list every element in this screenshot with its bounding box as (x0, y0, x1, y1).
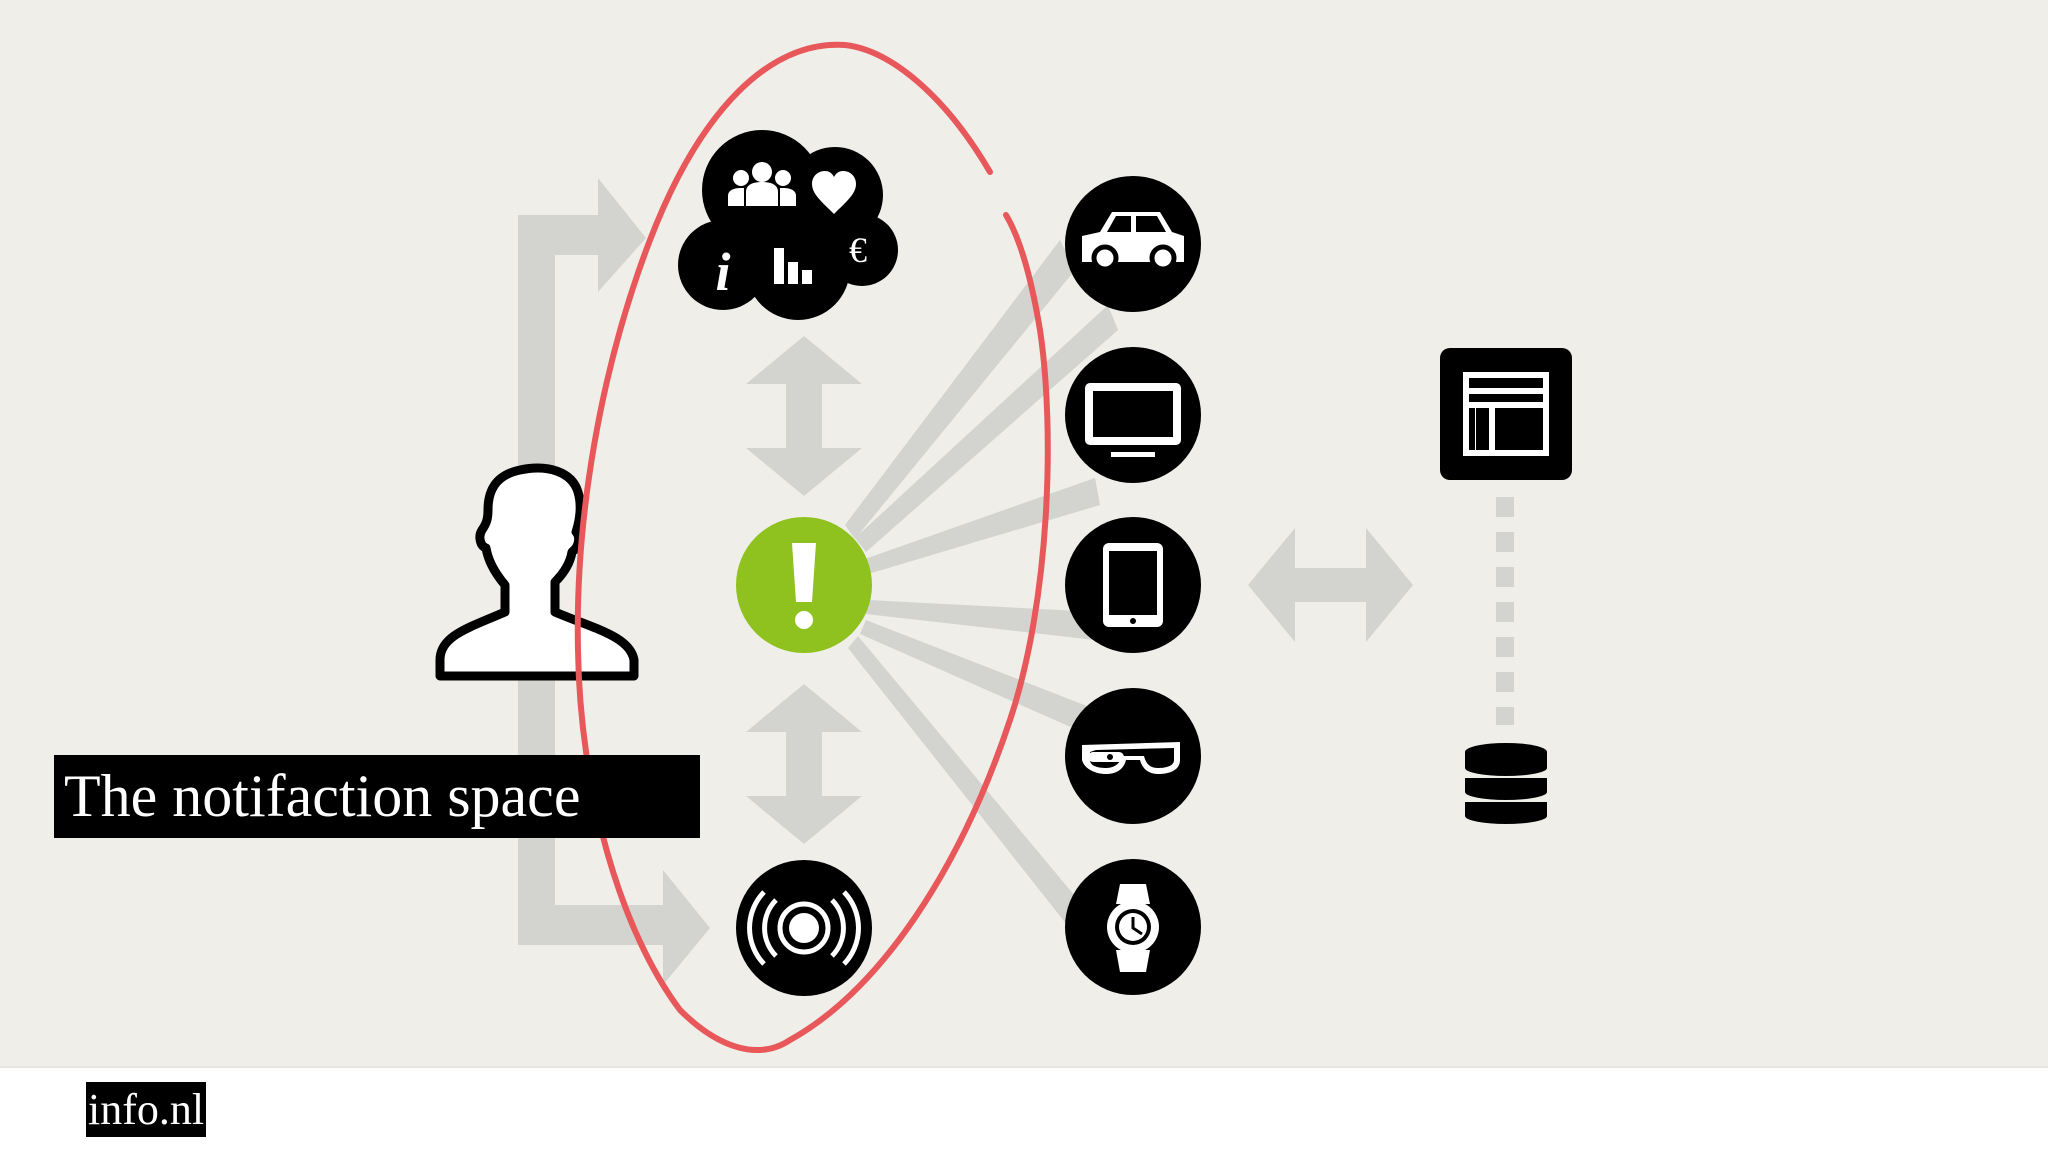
highlight-ellipse (574, 41, 1051, 1053)
notification-rays (845, 240, 1118, 935)
notification-alert-icon (736, 517, 872, 653)
cloud-info-symbol: i (715, 242, 730, 302)
car-icon (1065, 176, 1201, 312)
cloud-currency-symbol: € (849, 230, 867, 270)
slide-title: The notifaction space (54, 755, 700, 838)
tablet-icon (1065, 517, 1201, 653)
footer-divider (0, 1066, 2048, 1068)
footer-bar (0, 1068, 2048, 1152)
double-arrow-horizontal (1248, 528, 1413, 642)
double-arrow-lower (746, 684, 862, 844)
layout-icon (1440, 348, 1572, 480)
brand-logo: info.nl (86, 1082, 207, 1137)
database-icon (1465, 743, 1547, 824)
user-flow-arrows (518, 178, 710, 985)
broadcast-icon (736, 860, 872, 996)
dashed-connector (1496, 497, 1514, 725)
user-icon (435, 463, 639, 681)
monitor-icon (1065, 347, 1201, 483)
slide-background (0, 0, 2048, 1068)
smart-glasses-icon (1065, 688, 1201, 824)
double-arrow-upper (746, 336, 862, 496)
smartwatch-icon (1065, 859, 1201, 995)
social-cloud-icon: i € (678, 130, 898, 320)
